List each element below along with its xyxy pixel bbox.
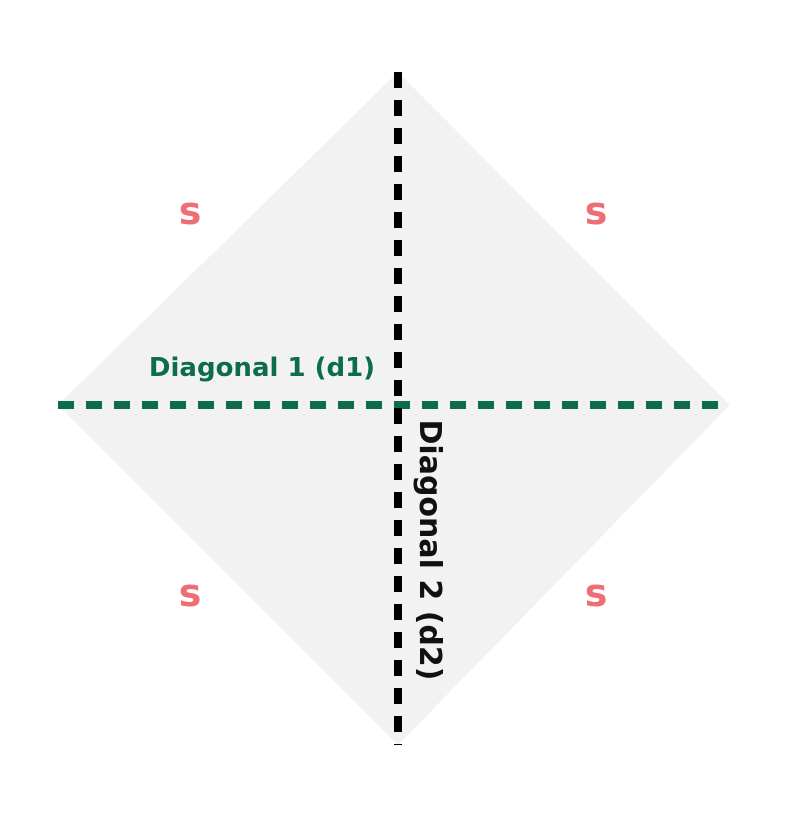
diagonal-1-label: Diagonal 1 (d1) [149,353,375,383]
diagonal-2-label: Diagonal 2 (d2) [412,420,447,681]
side-label-bottom-left: s [179,571,202,615]
side-label-top-left: s [179,189,202,233]
side-label-top-right: s [585,189,608,233]
side-label-bottom-right: s [585,571,608,615]
